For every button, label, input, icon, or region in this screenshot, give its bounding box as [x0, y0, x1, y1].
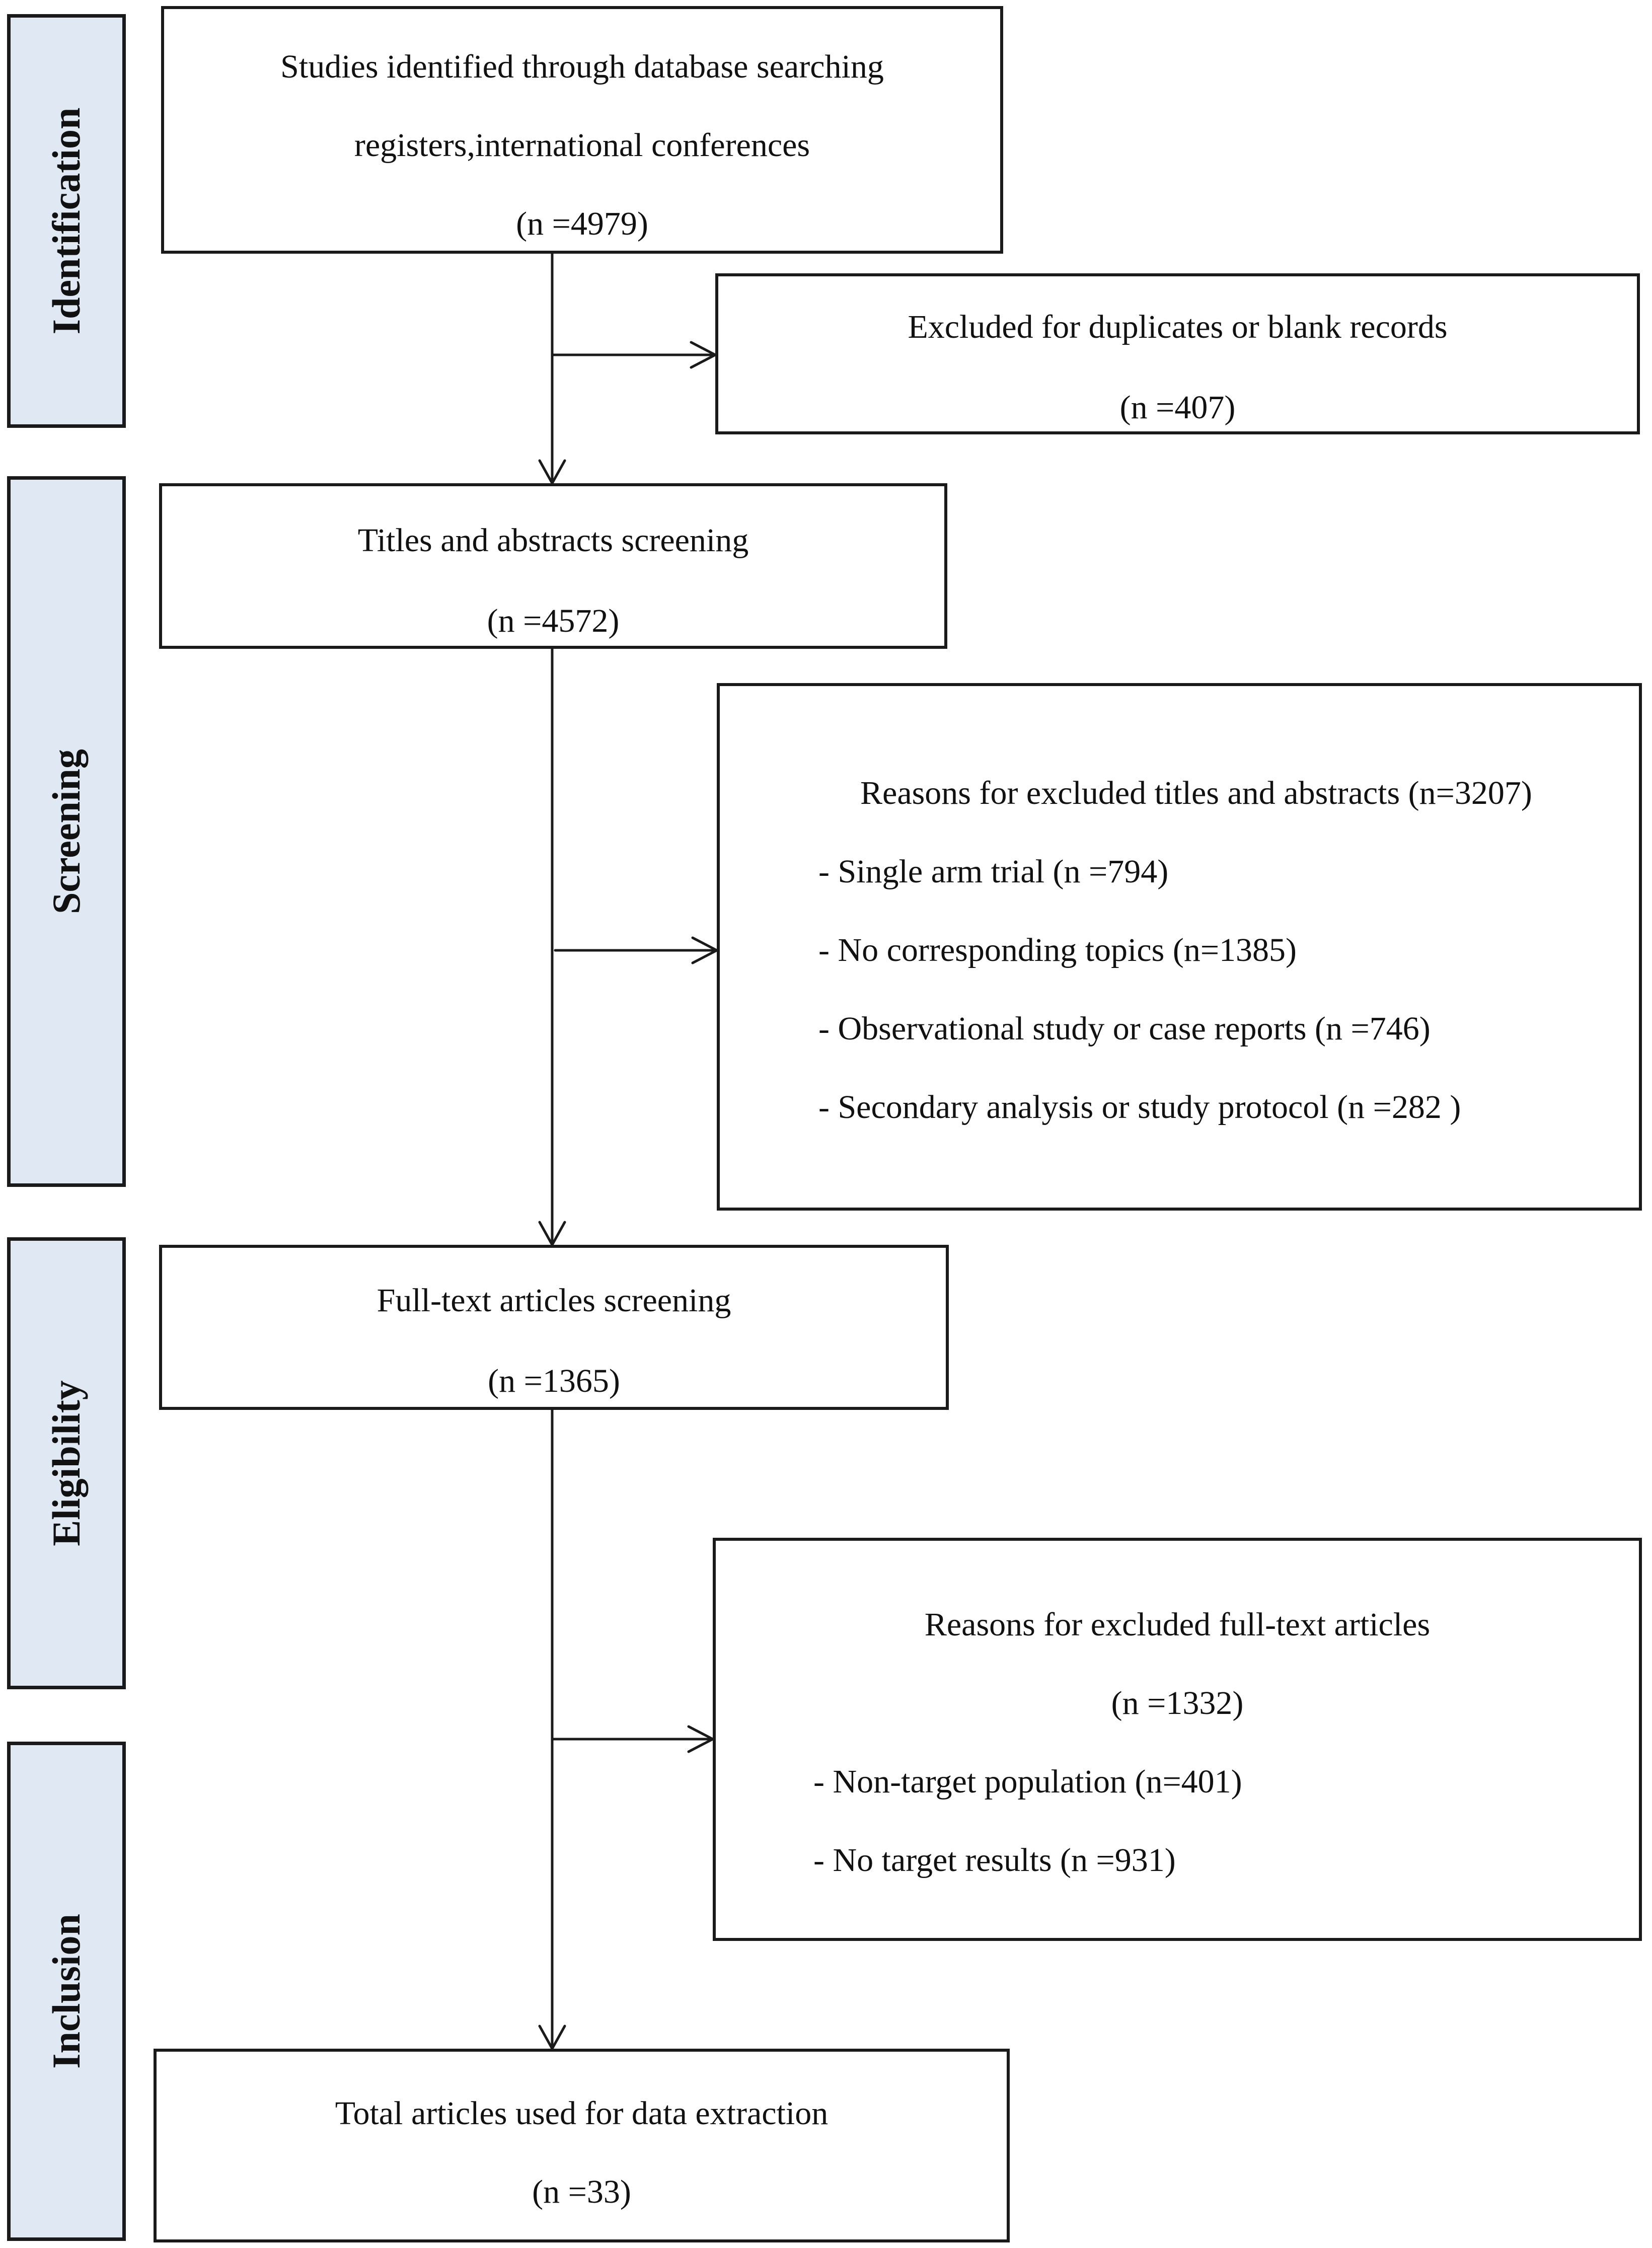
- included-line1: Total articles used for data extraction: [335, 2095, 829, 2132]
- stage-screening: Screening: [7, 476, 126, 1187]
- screened-line1: Titles and abstracts screening: [357, 522, 749, 559]
- excluded-abstracts-item: - Secondary analysis or study protocol (…: [818, 1089, 1461, 1126]
- included-box: Total articles used for data extraction …: [154, 2049, 1010, 2242]
- excluded-abstracts-item: - No corresponding topics (n=1385): [818, 932, 1297, 968]
- excluded-fulltext-item: - No target results (n =931): [813, 1842, 1176, 1879]
- identified-count: (n =4979): [516, 205, 648, 242]
- excluded-fulltext-box: Reasons for excluded full-text articles …: [713, 1538, 1642, 1941]
- excluded-abstracts-heading: Reasons for excluded titles and abstract…: [860, 775, 1532, 811]
- stage-inclusion: Inclusion: [7, 1742, 126, 2241]
- duplicates-box: Excluded for duplicates or blank records…: [715, 273, 1640, 434]
- excluded-abstracts-item: - Single arm trial (n =794): [818, 853, 1169, 890]
- duplicates-line1: Excluded for duplicates or blank records: [908, 309, 1448, 345]
- included-count: (n =33): [532, 2174, 631, 2210]
- fulltext-count: (n =1365): [488, 1363, 620, 1399]
- screened-count: (n =4572): [487, 603, 620, 639]
- fulltext-line1: Full-text articles screening: [377, 1282, 731, 1319]
- identified-box: Studies identified through database sear…: [161, 6, 1003, 254]
- fulltext-box: Full-text articles screening (n =1365): [159, 1245, 949, 1410]
- duplicates-count: (n =407): [1119, 389, 1236, 426]
- excluded-fulltext-heading: Reasons for excluded full-text articles: [924, 1606, 1431, 1643]
- excluded-fulltext-item: - Non-target population (n=401): [813, 1763, 1242, 1800]
- stage-identification: Identification: [7, 14, 126, 428]
- identified-line1: Studies identified through database sear…: [280, 48, 884, 85]
- excluded-fulltext-count: (n =1332): [1111, 1685, 1244, 1721]
- stage-eligibility: Eligibility: [7, 1237, 126, 1689]
- excluded-abstracts-item: - Observational study or case reports (n…: [818, 1010, 1431, 1047]
- excluded-abstracts-box: Reasons for excluded titles and abstract…: [717, 683, 1642, 1211]
- screened-box: Titles and abstracts screening (n =4572): [159, 483, 947, 649]
- identified-line2: registers,international conferences: [354, 127, 810, 164]
